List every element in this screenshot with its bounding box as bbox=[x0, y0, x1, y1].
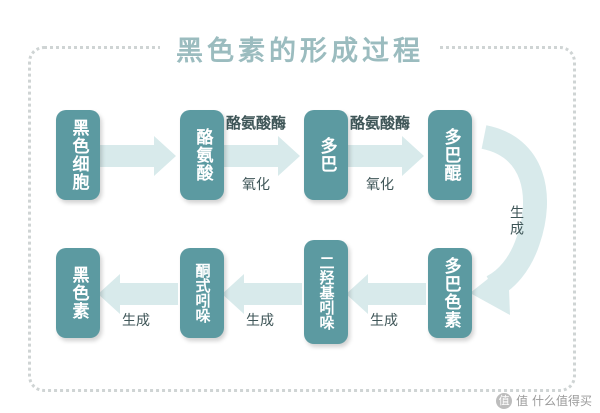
title-wrap: 黑色素的形成过程 bbox=[160, 27, 440, 69]
curved-arrow-head bbox=[470, 263, 510, 315]
curved-arrow bbox=[470, 125, 547, 315]
watermark: 值 值 什么值得买 bbox=[496, 392, 592, 409]
node-melanocyte-label: 黑色细胞 bbox=[68, 119, 89, 191]
node-dopachrome: 多巴色素 bbox=[428, 248, 472, 338]
node-tyrosine: 酪氨酸 bbox=[180, 110, 224, 200]
arrow-left-3 bbox=[346, 274, 426, 314]
diagram-title: 黑色素的形成过程 bbox=[176, 35, 424, 67]
node-indolequinone-label: 酮式吲哚 bbox=[193, 263, 212, 323]
arrow-left-1 bbox=[98, 274, 178, 314]
label-generate-curve: 生成 bbox=[508, 205, 524, 237]
label-generate-1: 生成 bbox=[122, 313, 150, 329]
node-dopaquinone: 多巴醌 bbox=[428, 110, 472, 200]
label-enzyme-2: 酪氨酸酶 bbox=[350, 114, 411, 132]
label-generate-3: 生成 bbox=[370, 313, 398, 329]
arrow-right-3 bbox=[346, 136, 424, 176]
node-dopa-label: 多巴 bbox=[316, 137, 337, 173]
node-melanin: 黑色素 bbox=[56, 248, 100, 338]
node-indolequinone: 酮式吲哚 bbox=[180, 248, 224, 338]
arrow-right-2 bbox=[222, 136, 300, 176]
node-melanocyte: 黑色细胞 bbox=[56, 110, 100, 200]
arrow-left-2-shape bbox=[222, 274, 302, 314]
label-enzyme-1: 酪氨酸酶 bbox=[226, 114, 287, 132]
node-melanin-label: 黑色素 bbox=[68, 266, 89, 320]
arrow-left-1-shape bbox=[98, 274, 178, 314]
node-dopa: 多巴 bbox=[304, 110, 348, 200]
arrow-right-1 bbox=[98, 136, 176, 176]
watermark-text: 值 什么值得买 bbox=[516, 394, 592, 408]
node-dopaquinone-label: 多巴醌 bbox=[440, 128, 461, 182]
arrow-left-2 bbox=[222, 274, 302, 314]
arrow-right-2-shape bbox=[222, 136, 300, 176]
watermark-logo-icon: 值 bbox=[496, 392, 513, 409]
label-oxidize-1: 氧化 bbox=[242, 177, 270, 193]
arrow-right-1-shape bbox=[98, 136, 176, 176]
node-dihydroxyindole-label: 二羟基吲哚 bbox=[317, 254, 336, 330]
node-tyrosine-label: 酪氨酸 bbox=[192, 128, 213, 182]
arrow-right-3-shape bbox=[346, 136, 424, 176]
arrow-left-3-shape bbox=[346, 274, 426, 314]
label-generate-2: 生成 bbox=[246, 313, 274, 329]
node-dihydroxyindole: 二羟基吲哚 bbox=[304, 240, 348, 344]
label-oxidize-2: 氧化 bbox=[366, 177, 394, 193]
node-dopachrome-label: 多巴色素 bbox=[440, 257, 461, 329]
